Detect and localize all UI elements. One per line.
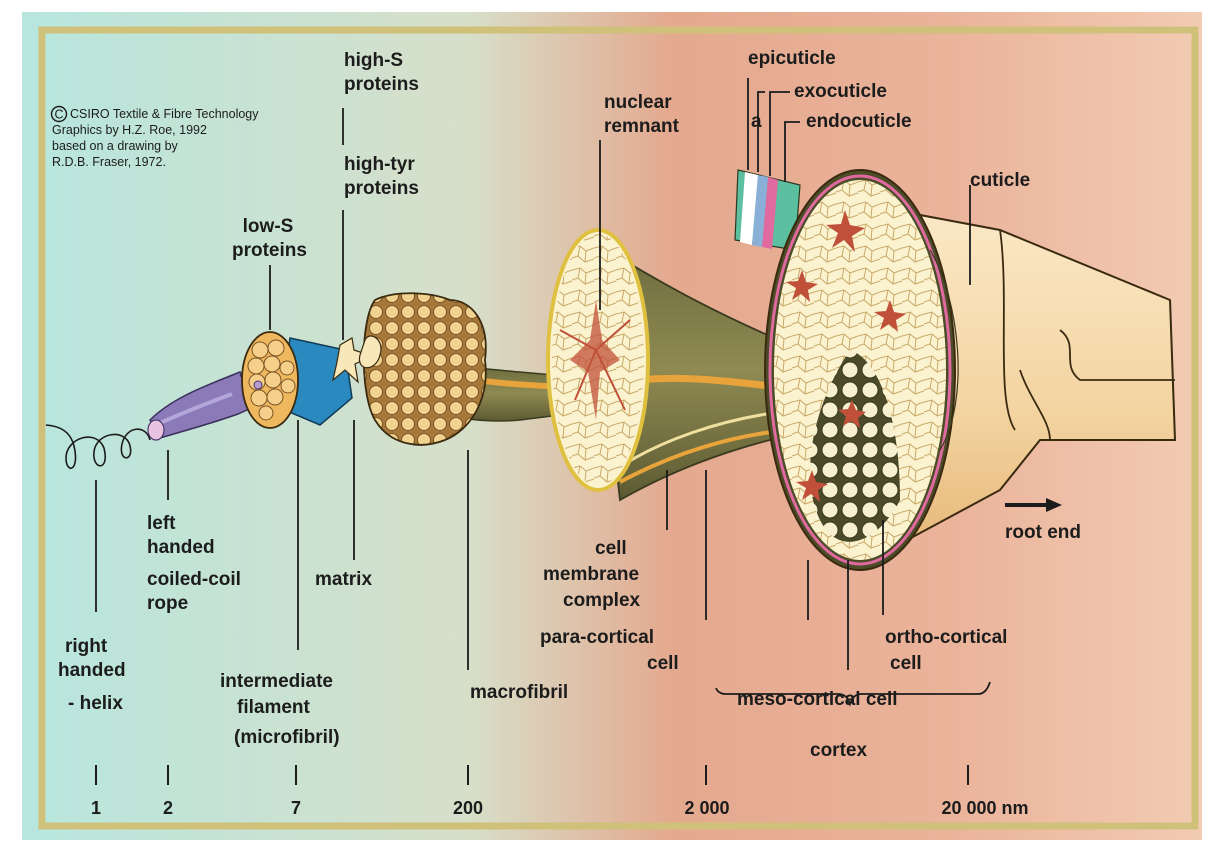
label-cortex: cortex: [810, 740, 867, 761]
label-epicuticle: epicuticle: [748, 48, 836, 69]
label-high-tyr-2: proteins: [344, 178, 419, 199]
label-high-s-1: high-S: [344, 50, 403, 71]
label-low-s-1: low-S: [243, 216, 294, 237]
credit-line-1: CSIRO Textile & Fibre Technology: [70, 107, 259, 121]
label-matrix: matrix: [315, 569, 372, 590]
label-right-handed-1: right: [65, 636, 108, 657]
label-meso-cortical: meso-cortical cell: [737, 689, 898, 710]
label-cmc-3: complex: [563, 590, 641, 611]
label-intermediate-filament-3: (microfibril): [234, 727, 340, 748]
label-para-cortical-2: cell: [647, 653, 679, 674]
credit-line-3: based on a drawing by: [52, 139, 179, 153]
copyright-symbol: C: [54, 108, 63, 122]
label-low-s-2: proteins: [232, 240, 307, 261]
label-right-handed-3: - helix: [68, 693, 123, 714]
scale-label-1: 1: [91, 798, 101, 818]
label-ortho-cortical-2: cell: [890, 653, 922, 674]
scale-label-2: 2: [163, 798, 173, 818]
credit-line-2: Graphics by H.Z. Roe, 1992: [52, 123, 207, 137]
label-cuticle: cuticle: [970, 170, 1030, 191]
label-root-end: root end: [1005, 522, 1081, 543]
label-ortho-cortical-1: ortho-cortical: [885, 627, 1007, 648]
label-left-handed-2: handed: [147, 537, 215, 558]
label-intermediate-filament-1: intermediate: [220, 671, 333, 692]
label-nuclear-1: nuclear: [604, 92, 672, 113]
label-left-handed-4: rope: [147, 593, 188, 614]
label-para-cortical-1: para-cortical: [540, 627, 654, 648]
scale-label-4: 200: [453, 798, 483, 818]
label-left-handed-3: coiled-coil: [147, 569, 241, 590]
label-left-handed-1: left: [147, 513, 176, 534]
label-nuclear-2: remnant: [604, 116, 680, 137]
scale-label-6: 20 000 nm: [941, 798, 1028, 818]
label-endocuticle: endocuticle: [806, 111, 912, 132]
label-intermediate-filament-2: filament: [237, 697, 311, 718]
label-high-s-2: proteins: [344, 74, 419, 95]
label-exocuticle: exocuticle: [794, 81, 887, 102]
label-cmc-2: membrane: [543, 564, 639, 585]
label-a-layer: a: [751, 111, 762, 132]
label-macrofibril: macrofibril: [470, 682, 568, 703]
label-cmc-1: cell: [595, 538, 627, 559]
label-high-tyr-1: high-tyr: [344, 154, 415, 175]
scale-label-3: 7: [291, 798, 301, 818]
credit-line-4: R.D.B. Fraser, 1972.: [52, 155, 166, 169]
scale-label-5: 2 000: [684, 798, 729, 818]
label-right-handed-2: handed: [58, 660, 126, 681]
